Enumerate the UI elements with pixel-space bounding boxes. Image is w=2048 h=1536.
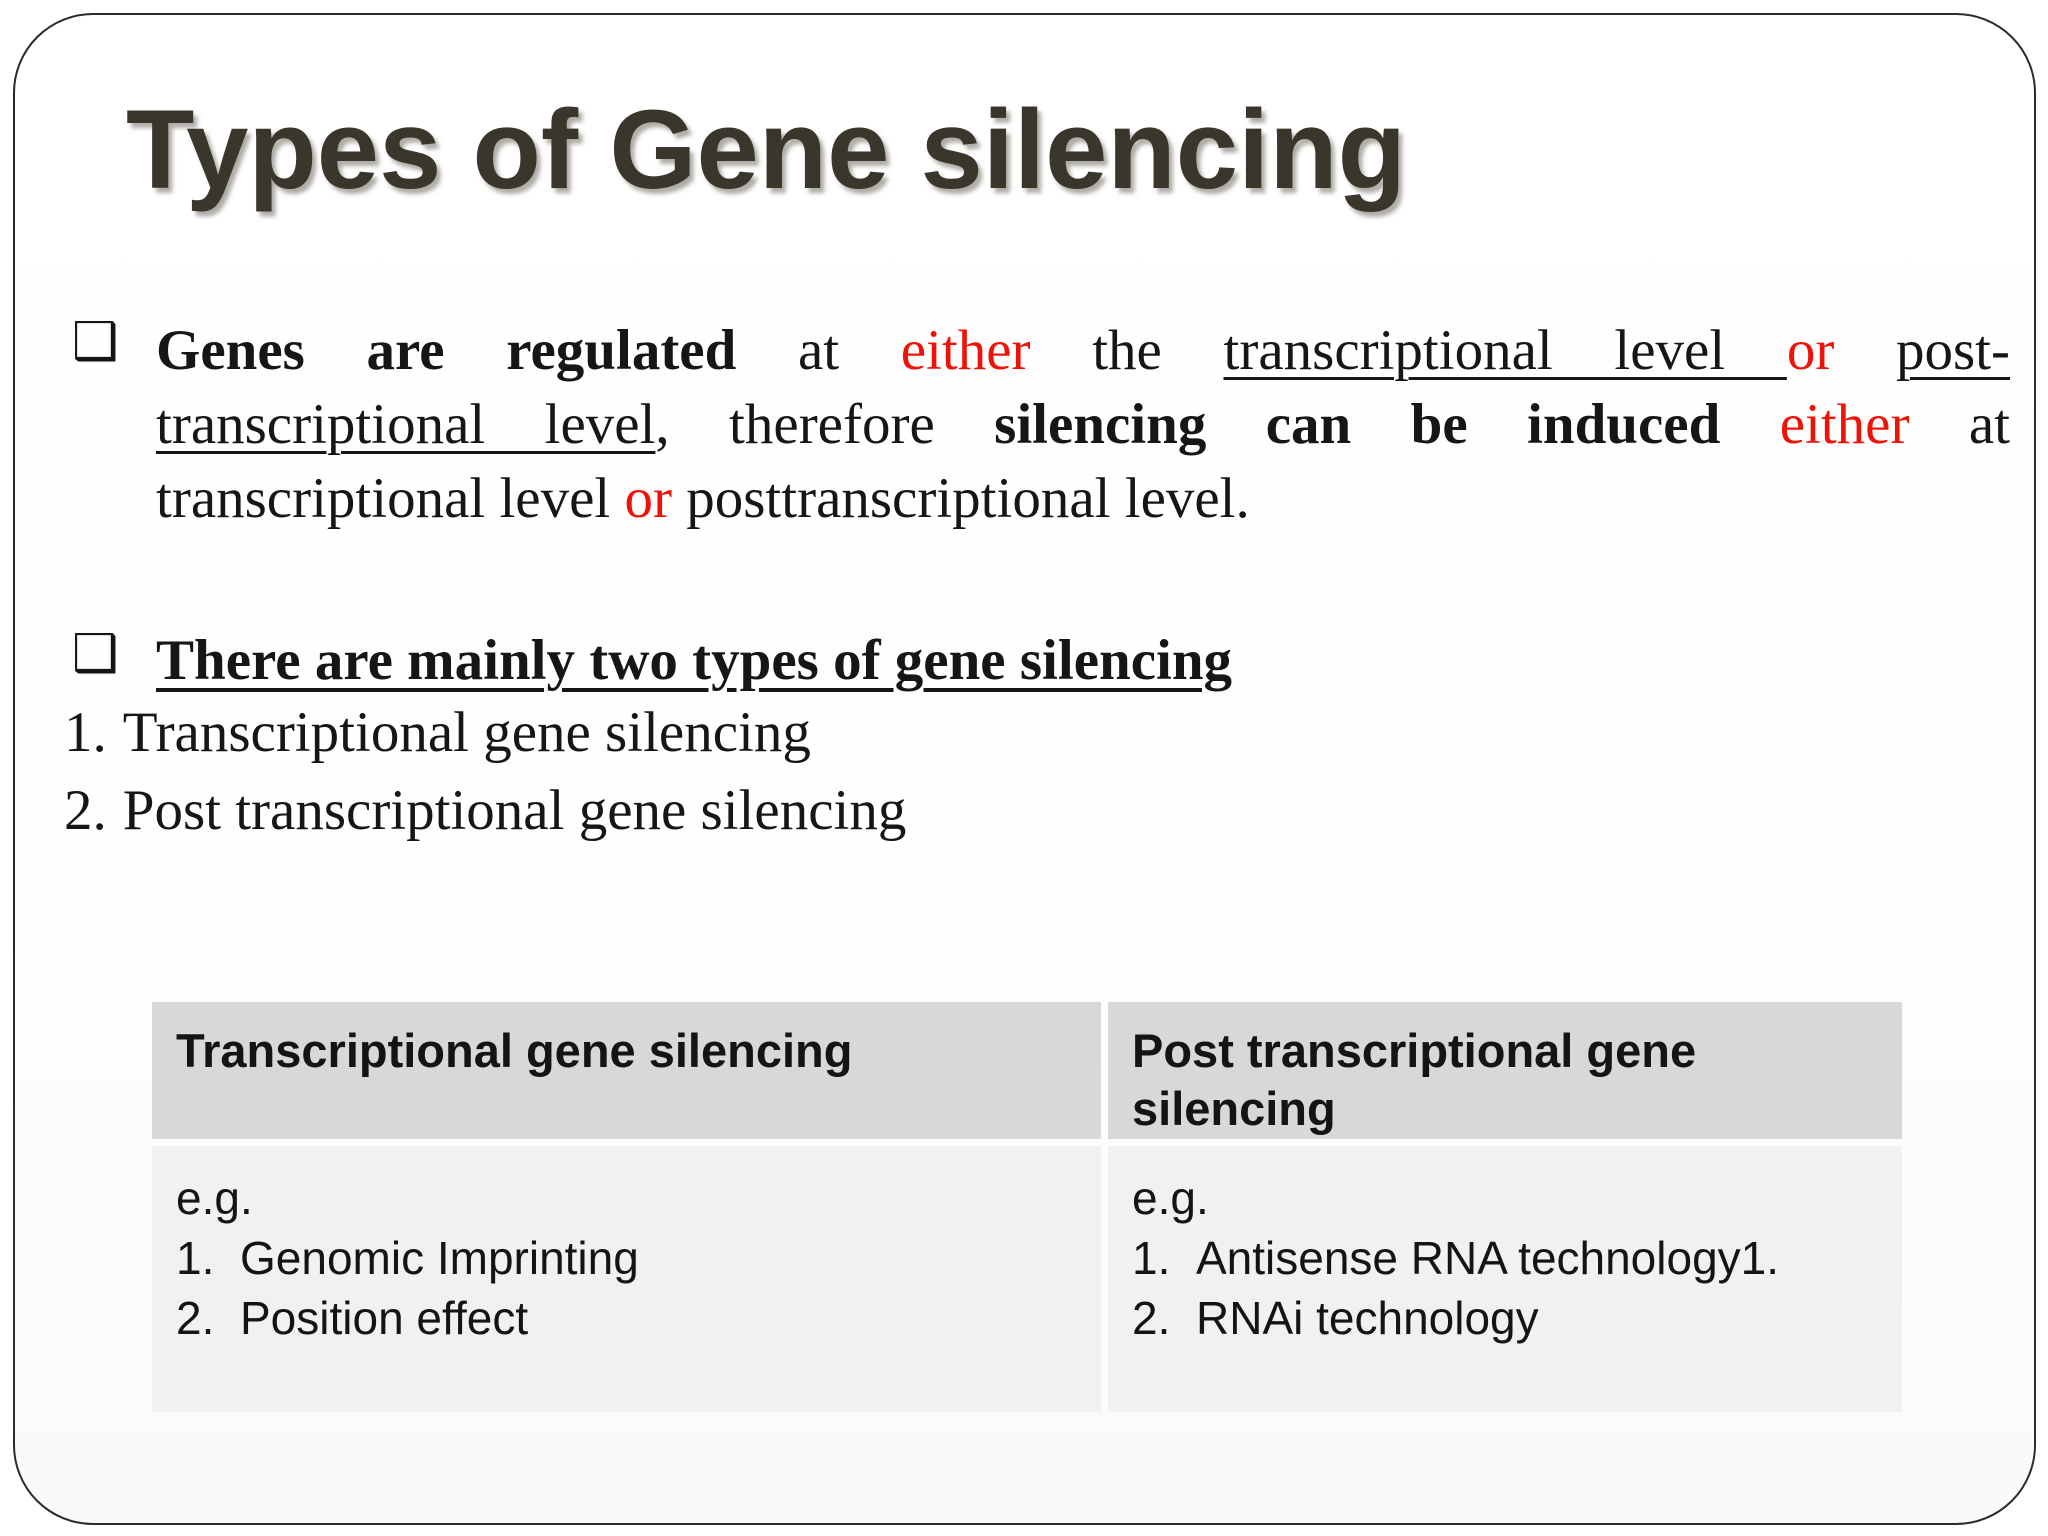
text-segment: at: [736, 319, 901, 382]
slide-title: Types of Gene silencing: [126, 87, 1407, 212]
cell-line-number: 2.: [1132, 1292, 1171, 1344]
text-segment: silencing can be induced: [994, 393, 1721, 456]
text-segment: either: [900, 319, 1031, 382]
cell-line-text: RNAi technology: [1196, 1292, 1539, 1344]
text-segment: transcriptional level: [156, 467, 625, 530]
square-bullet-icon: ❑: [72, 312, 119, 372]
text-segment: [1834, 319, 1896, 382]
text-segment: transcriptional level: [156, 393, 656, 456]
comparison-table: Transcriptional gene silencing Post tran…: [152, 1002, 1902, 1412]
list-item: 1.Transcriptional gene silencing: [64, 694, 906, 772]
types-heading: ❑ There are mainly two types of gene sil…: [72, 626, 1856, 696]
cell-line-number: 1.: [176, 1232, 215, 1284]
text-segment: or: [624, 467, 672, 530]
cell-line-text: Antisense RNA technology1.: [1196, 1232, 1780, 1284]
cell-line-text: e.g.: [176, 1172, 253, 1224]
text-segment: or: [1786, 319, 1835, 382]
table-row: e.g.: [176, 1168, 1077, 1228]
text-segment: posttranscriptional level.: [671, 467, 1250, 530]
list-item-number: 2.: [64, 779, 107, 842]
intro-line-1: Genes are regulated at either the transc…: [156, 314, 2010, 388]
list-item-number: 1.: [64, 701, 107, 764]
table-row: 2. RNAi technology: [1132, 1288, 1878, 1348]
table-cell-post-transcriptional-examples: e.g. 1. Antisense RNA technology1. 2. RNAi…: [1108, 1146, 1902, 1412]
text-segment: post-: [1896, 319, 2010, 382]
table-cell-transcriptional-examples: e.g. 1. Genomic Imprinting 2. Position eff…: [152, 1146, 1101, 1412]
list-item-text: Transcriptional gene silencing: [122, 701, 811, 764]
table-row: e.g.: [1132, 1168, 1878, 1228]
cell-line-text: Position effect: [240, 1292, 529, 1344]
text-segment: , therefore: [655, 393, 995, 456]
types-heading-text: There are mainly two types of gene silen…: [156, 629, 1233, 692]
text-segment: the: [1030, 319, 1224, 382]
list-item-text: Post transcriptional gene silencing: [122, 779, 907, 842]
intro-line-3: transcriptional level or posttranscripti…: [156, 462, 2010, 536]
table-header-transcriptional: Transcriptional gene silencing: [152, 1002, 1101, 1139]
cell-line-text: Genomic Imprinting: [240, 1232, 639, 1284]
intro-paragraph: ❑ Genes are regulated at either the tran…: [72, 314, 2010, 536]
text-segment: [1720, 393, 1779, 456]
types-list: 1.Transcriptional gene silencing 2.Post …: [64, 694, 906, 850]
cell-line-text: e.g.: [1132, 1172, 1209, 1224]
table-row: 2. Position effect: [176, 1288, 1077, 1348]
square-bullet-icon: ❑: [72, 624, 119, 684]
table-row: 1. Genomic Imprinting: [176, 1228, 1077, 1288]
list-item: 2.Post transcriptional gene silencing: [64, 772, 906, 850]
cell-line-number: 1.: [1132, 1232, 1171, 1284]
intro-line-2: transcriptional level, therefore silenci…: [156, 388, 2010, 462]
table-row: 1. Antisense RNA technology1.: [1132, 1228, 1878, 1288]
text-segment: Genes are regulated: [156, 319, 737, 382]
text-segment: transcriptional level: [1223, 319, 1787, 382]
text-segment: at: [1909, 393, 2010, 456]
text-segment: either: [1779, 393, 1910, 456]
table-header-post-transcriptional: Post transcriptional gene silencing: [1108, 1002, 1902, 1139]
cell-line-number: 2.: [176, 1292, 215, 1344]
